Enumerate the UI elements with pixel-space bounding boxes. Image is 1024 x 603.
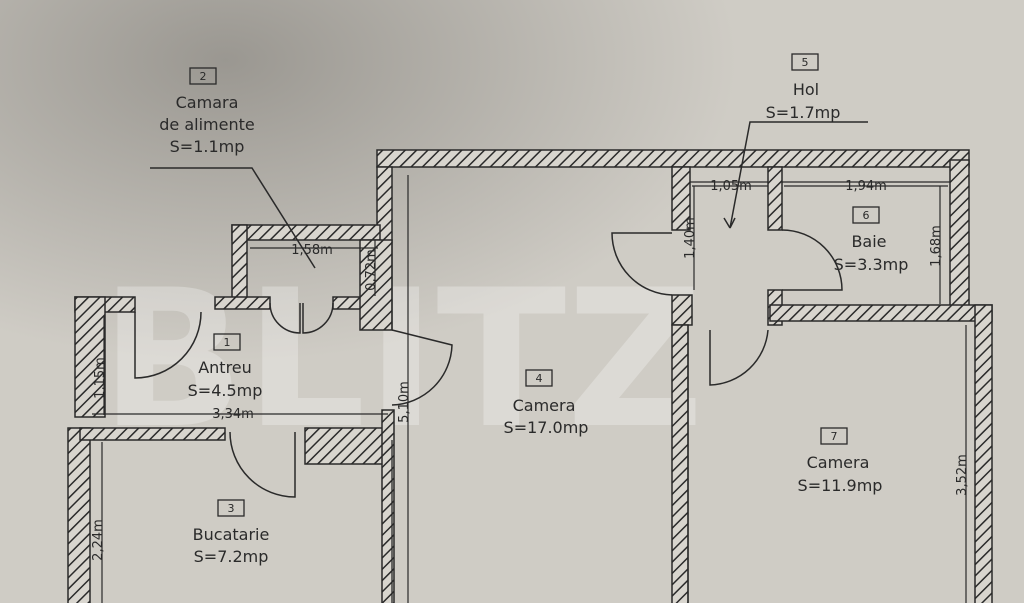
dim-kitchen-depth: 2,24m [91, 519, 106, 561]
walls [67, 149, 993, 603]
wall-right-camera7 [974, 304, 993, 603]
wall-kitchen-camera4 [381, 409, 395, 603]
room-5-number: 5 [802, 56, 809, 69]
room-3-area: S=7.2mp [194, 547, 269, 566]
wall-top-main [376, 149, 970, 168]
dim-pantry-width: 1,58m [291, 243, 333, 258]
leader-hol [729, 121, 868, 229]
leader-pantry [150, 167, 316, 269]
room-1-number-box [213, 333, 241, 351]
wall-right-baie [949, 159, 970, 311]
wall-kitchen-pier [304, 427, 389, 465]
leader-hol-arrow [723, 217, 736, 229]
door-baie [781, 229, 843, 291]
room-7-area: S=11.9mp [798, 476, 883, 495]
room-2-name-line1: Camara [176, 93, 239, 112]
wall-left-upper [74, 296, 106, 418]
door-antreu-left [134, 311, 202, 379]
room-6-area: S=3.3mp [834, 255, 909, 274]
room-2-name-line2: de alimente [159, 115, 254, 134]
room-6-number: 6 [863, 209, 870, 222]
wall-hol-left-lower [671, 294, 693, 326]
inner-lines [391, 181, 950, 603]
wall-hol-left-upper [671, 166, 691, 231]
room-6-name: Baie [851, 232, 886, 251]
room-4-area: S=17.0mp [504, 418, 589, 437]
room-4-number: 4 [536, 372, 543, 385]
room-2-area: S=1.1mp [170, 137, 245, 156]
door-pantry-right [302, 302, 334, 334]
door-kitchen [229, 431, 296, 498]
doors [134, 229, 843, 498]
room-1-number: 1 [224, 336, 231, 349]
dim-baie-depth: 1,68m [929, 225, 944, 267]
dim-hol-width: 1,05m [710, 179, 752, 194]
room-3-number-box [217, 499, 245, 517]
room-5-area: S=1.7mp [766, 103, 841, 122]
dim-antreu-depth: 1,15m [93, 357, 108, 399]
room-7-name: Camera [807, 453, 870, 472]
dim-camera7-depth: 3,52m [955, 454, 970, 496]
room-5-name: Hol [793, 80, 819, 99]
room-4-name: Camera [513, 396, 576, 415]
room-2-number: 2 [200, 70, 207, 83]
door-hol-camera4 [611, 232, 673, 296]
wall-pantry-left [231, 224, 248, 301]
dimension-labels: 1,58m 0,72m 1,15m 3,34m 2,24m 5,10m 1,05… [91, 179, 970, 561]
dim-baie-width: 1,94m [845, 179, 887, 194]
room-3-name: Bucatarie [193, 525, 270, 544]
dim-pantry-depth: 0,72m [364, 249, 379, 291]
door-camera7 [709, 329, 769, 386]
dim-hol-depth: 1,40m [683, 217, 698, 259]
room-6-number-box [852, 206, 880, 224]
room-1-name: Antreu [198, 358, 252, 377]
room-7-number: 7 [831, 430, 838, 443]
room-7-number-box [820, 427, 848, 445]
wall-camera4-camera7 [671, 324, 689, 603]
dim-camera4-depth: 5,10m [397, 381, 412, 423]
wall-baie-bottom [769, 304, 993, 322]
leaders [150, 121, 868, 269]
wall-hol-right-upper [767, 166, 783, 231]
wall-kitchen-top [79, 427, 226, 441]
door-antreu-camera4 [391, 329, 453, 406]
door-pantry-left [269, 302, 301, 334]
dim-antreu-width: 3,34m [212, 407, 254, 422]
dimension-lines [92, 175, 967, 603]
wall-pantry-top [231, 224, 381, 241]
room-3-number: 3 [228, 502, 235, 515]
wall-left-lower [67, 427, 91, 603]
room-1-area: S=4.5mp [188, 381, 263, 400]
room-5-number-box [791, 53, 819, 71]
room-2-number-box [189, 67, 217, 85]
room-4-number-box [525, 369, 553, 387]
wall-pantry-bottom-left [214, 296, 271, 310]
